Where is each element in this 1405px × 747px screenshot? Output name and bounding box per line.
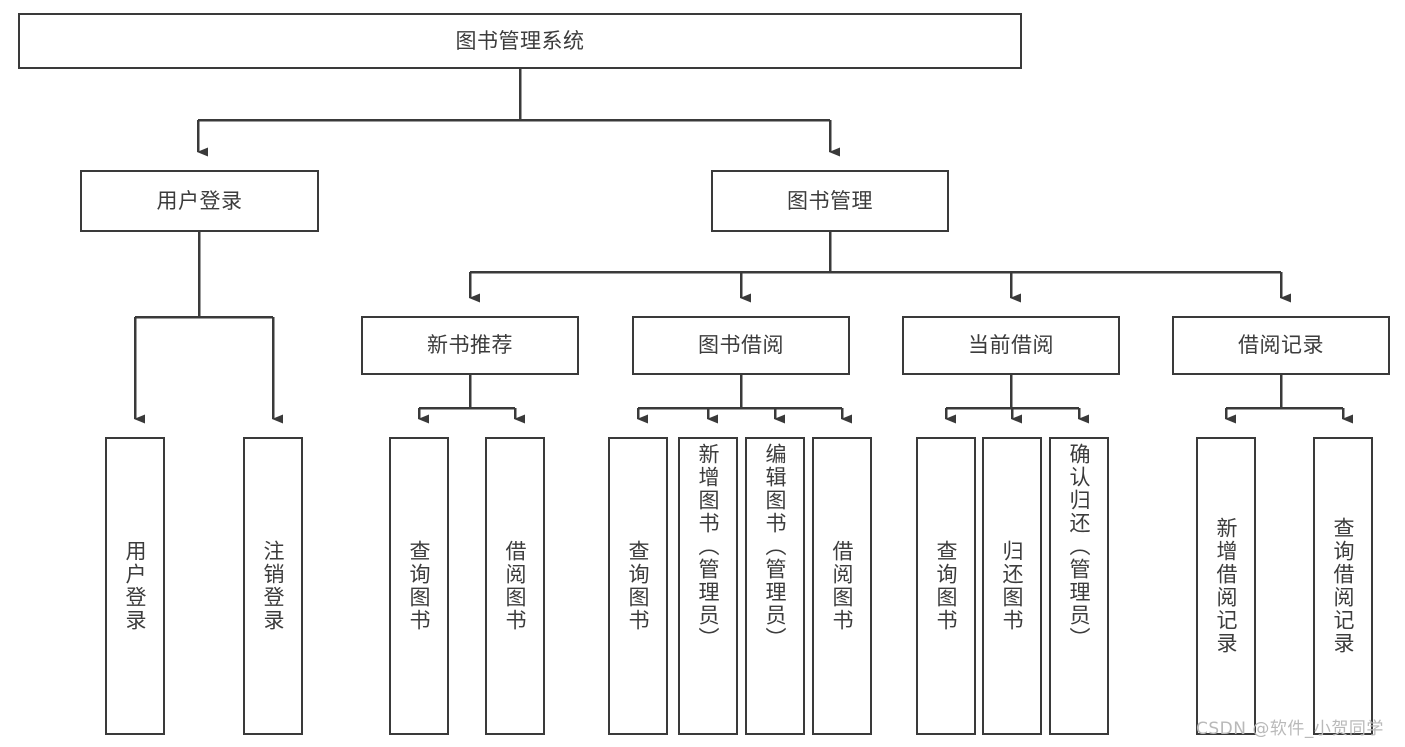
node-label-leaf-query-book-current: 查询图书 [934,540,959,632]
node-label-new-book-recommend: 新书推荐 [427,333,513,358]
node-leaf-borrow-book-borrow[interactable]: 借阅图书 [812,437,872,735]
node-leaf-add-borrow-record[interactable]: 新增借阅记录 [1196,437,1256,735]
node-leaf-confirm-return-admin[interactable]: 确认归还（管理员） [1049,437,1109,735]
node-new-book-recommend[interactable]: 新书推荐 [361,316,579,375]
csdn-watermark: CSDN @软件_小贺同学 [1196,719,1384,739]
node-leaf-add-book-admin[interactable]: 新增图书（管理员） [678,437,738,735]
node-current-borrow[interactable]: 当前借阅 [902,316,1120,375]
node-leaf-query-book-current[interactable]: 查询图书 [916,437,976,735]
node-label-book-borrow: 图书借阅 [698,333,784,358]
node-label-leaf-query-book-borrow: 查询图书 [626,540,651,632]
node-user-login[interactable]: 用户登录 [80,170,319,232]
node-label-leaf-borrow-book-new-rec: 借阅图书 [503,540,528,632]
node-leaf-user-login[interactable]: 用户登录 [105,437,165,735]
node-label-leaf-edit-book-admin: 编辑图书（管理员） [763,443,788,650]
node-leaf-query-borrow-record[interactable]: 查询借阅记录 [1313,437,1373,735]
node-label-borrow-record: 借阅记录 [1238,333,1324,358]
node-leaf-query-book-borrow[interactable]: 查询图书 [608,437,668,735]
node-book-management[interactable]: 图书管理 [711,170,949,232]
node-label-leaf-user-login: 用户登录 [123,540,148,632]
node-label-leaf-logout: 注销登录 [261,540,286,632]
node-label-root: 图书管理系统 [455,28,585,53]
node-leaf-logout[interactable]: 注销登录 [243,437,303,735]
node-leaf-query-book-new-rec[interactable]: 查询图书 [389,437,449,735]
node-borrow-record[interactable]: 借阅记录 [1172,316,1390,375]
node-label-leaf-query-borrow-record: 查询借阅记录 [1331,517,1356,655]
node-leaf-return-book[interactable]: 归还图书 [982,437,1042,735]
node-label-leaf-confirm-return-admin: 确认归还（管理员） [1067,443,1092,650]
node-label-book-management: 图书管理 [787,188,873,213]
node-label-leaf-return-book: 归还图书 [1000,540,1025,632]
node-book-borrow[interactable]: 图书借阅 [632,316,850,375]
node-label-leaf-borrow-book-borrow: 借阅图书 [830,540,855,632]
node-leaf-borrow-book-new-rec[interactable]: 借阅图书 [485,437,545,735]
node-label-leaf-add-book-admin: 新增图书（管理员） [696,443,721,650]
node-label-current-borrow: 当前借阅 [968,333,1054,358]
node-root-book-management-system[interactable]: 图书管理系统 [18,13,1022,69]
node-leaf-edit-book-admin[interactable]: 编辑图书（管理员） [745,437,805,735]
node-label-user-login: 用户登录 [156,188,243,213]
node-label-leaf-add-borrow-record: 新增借阅记录 [1214,517,1239,655]
node-label-leaf-query-book-new-rec: 查询图书 [407,540,432,632]
